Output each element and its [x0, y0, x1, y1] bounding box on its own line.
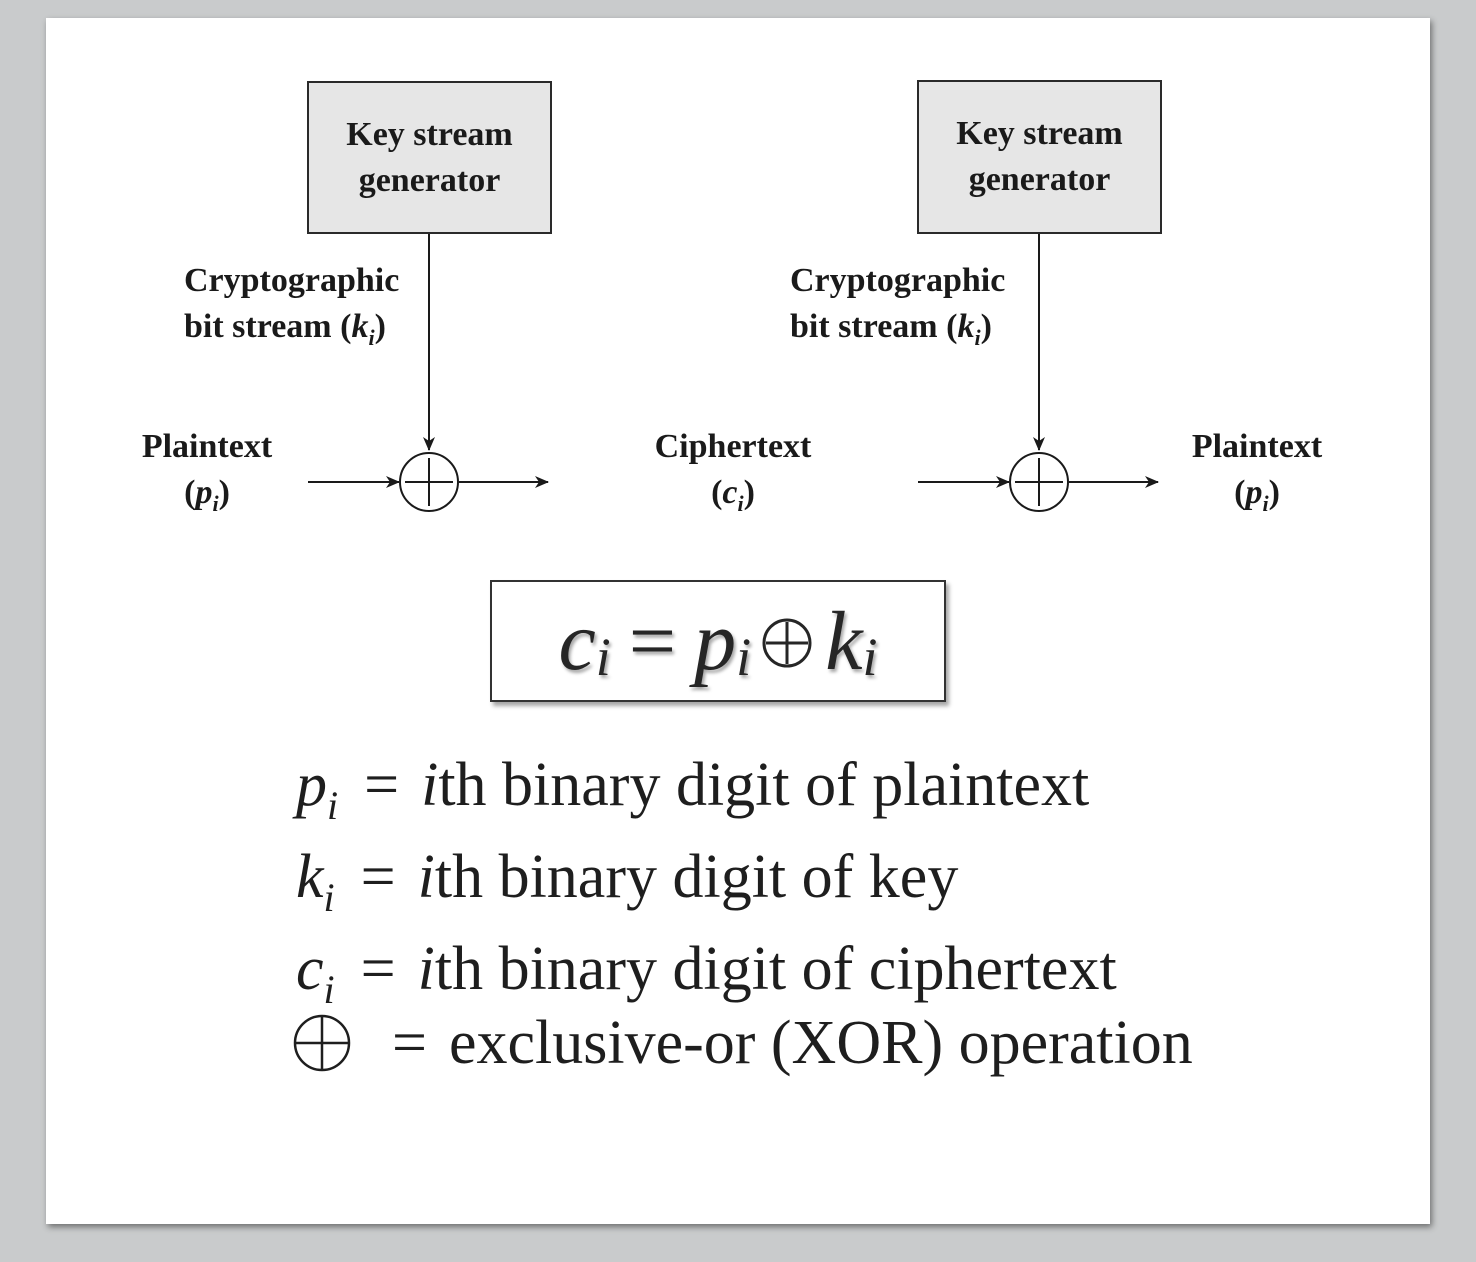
legend-text: th binary digit of ciphertext: [434, 935, 1117, 1003]
close-paren: ): [743, 474, 755, 511]
legend-equals: =: [392, 1009, 427, 1077]
key-symbol: k: [957, 308, 975, 345]
bitstream-line1: Cryptographic: [184, 262, 400, 299]
bitstream-suffix: ): [374, 308, 386, 345]
legend-plaintext: pi=ith binary digit of plaintext: [296, 750, 1090, 828]
bitstream-line2: bit stream (ki): [790, 304, 1005, 361]
open-paren: (: [184, 474, 196, 511]
p-subscript: i: [212, 491, 219, 516]
formula-c-sub: i: [595, 627, 611, 687]
ciphertext-label: Ciphertext (ci): [648, 424, 818, 527]
p-symbol: p: [195, 474, 213, 511]
legend-equals: =: [364, 751, 400, 819]
formula-p-sub: i: [736, 627, 752, 687]
xor-icon-left: [399, 452, 459, 512]
open-paren: (: [1234, 474, 1246, 511]
plaintext-input-label: Plaintext (pi): [132, 424, 282, 527]
legend-text: exclusive-or (XOR) operation: [448, 1009, 1193, 1077]
legend-var: p: [296, 751, 327, 819]
generator-label-line1: Key stream: [956, 115, 1123, 152]
formula-k-sub: i: [862, 627, 878, 687]
open-paren: (: [711, 474, 723, 511]
close-paren: ): [218, 474, 230, 511]
close-paren: ): [1268, 474, 1280, 511]
plaintext-output-label: Plaintext (pi): [1182, 424, 1332, 527]
legend-var: k: [296, 843, 324, 911]
key-symbol: k: [351, 308, 369, 345]
legend-sub: i: [323, 875, 335, 920]
legend-i: i: [417, 843, 435, 911]
bitstream-prefix: bit stream (: [790, 308, 958, 345]
plaintext-title: Plaintext: [1191, 428, 1323, 465]
p-symbol: p: [1245, 474, 1263, 511]
generator-label-line2: generator: [358, 161, 501, 199]
legend-key: ki=ith binary digit of key: [296, 842, 959, 920]
legend-i: i: [421, 751, 439, 819]
formula-k: k: [825, 594, 863, 688]
plaintext-title: Plaintext: [141, 428, 273, 465]
xor-icon: [292, 1013, 352, 1073]
formula-equals: =: [628, 594, 677, 688]
plaintext-symbol: (pi): [1182, 470, 1332, 527]
bitstream-prefix: bit stream (: [184, 308, 352, 345]
bitstream-label-left: Cryptographic bit stream (ki): [184, 258, 399, 361]
xor-icon-right: [1009, 452, 1069, 512]
bitstream-suffix: ): [980, 308, 992, 345]
formula-c: c: [558, 594, 596, 688]
legend-equals: =: [360, 935, 396, 1003]
legend-sub: i: [327, 783, 339, 828]
legend-text: th binary digit of key: [434, 843, 959, 911]
bitstream-label-right: Cryptographic bit stream (ki): [790, 258, 1005, 361]
legend-i: i: [417, 935, 435, 1003]
legend-var: c: [296, 935, 324, 1003]
legend-equals: =: [360, 843, 396, 911]
legend-text: th binary digit of plaintext: [438, 751, 1090, 819]
legend-sub: i: [323, 967, 335, 1012]
xor-icon: [761, 593, 813, 690]
key-stream-generator-right: Key stream generator: [917, 80, 1162, 234]
legend-ciphertext: ci=ith binary digit of ciphertext: [296, 934, 1117, 1012]
key-subscript: i: [974, 325, 981, 350]
legend-xor: = exclusive-or (XOR) operation: [292, 1008, 1193, 1078]
c-subscript: i: [737, 491, 744, 516]
bitstream-line1: Cryptographic: [790, 262, 1006, 299]
p-subscript: i: [1262, 491, 1269, 516]
c-symbol: c: [722, 474, 738, 511]
ciphertext-title: Ciphertext: [654, 428, 812, 465]
formula-p: p: [694, 594, 737, 688]
generator-label-line1: Key stream: [346, 115, 513, 153]
key-subscript: i: [368, 325, 375, 350]
generator-label-line2: generator: [968, 161, 1111, 198]
bitstream-line2: bit stream (ki): [184, 304, 399, 361]
plaintext-symbol: (pi): [132, 470, 282, 527]
ciphertext-symbol: (ci): [648, 470, 818, 527]
key-stream-generator-left: Key stream generator: [307, 81, 552, 234]
